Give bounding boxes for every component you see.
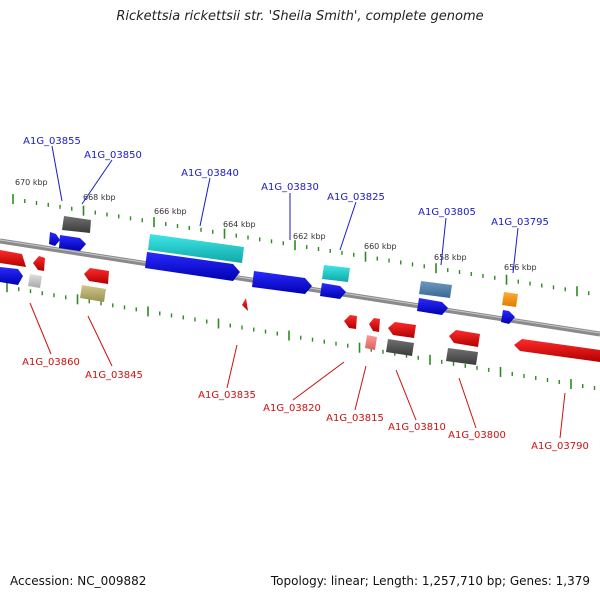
connector-line	[458, 377, 477, 429]
gene-label-bottom: A1G_03845	[85, 370, 143, 381]
gene-arrow-red-small[interactable]	[242, 298, 248, 311]
gene-arrow-red[interactable]	[449, 330, 480, 347]
gene-label-top: A1G_03840	[181, 168, 239, 179]
connector-line	[395, 369, 417, 421]
gene-block-steel[interactable]	[419, 281, 452, 298]
map-title: Rickettsia rickettsii str. 'Sheila Smith…	[116, 9, 484, 24]
gene-arrow-blue[interactable]	[145, 252, 240, 281]
gene-block-pink[interactable]	[365, 335, 377, 350]
tick-label: 670 kbp	[15, 178, 48, 187]
connector-line	[87, 315, 113, 367]
connector-line	[339, 201, 357, 251]
gene-label-bottom: A1G_03820	[263, 403, 321, 414]
gene-block-gray[interactable]	[62, 216, 91, 233]
tick-label: 656 kbp	[504, 263, 537, 272]
gene-label-bottom: A1G_03800	[448, 430, 506, 441]
gene-label-top: A1G_03825	[327, 192, 385, 203]
gene-block-gray[interactable]	[386, 339, 414, 356]
gene-arrow-red[interactable]	[514, 339, 600, 362]
tick-label: 660 kbp	[364, 242, 397, 251]
gene-arrow-blue[interactable]	[49, 232, 60, 246]
tick-label: 658 kbp	[434, 253, 467, 262]
gene-arrow-red[interactable]	[344, 315, 357, 329]
gene-block-cyan[interactable]	[322, 265, 350, 282]
connector-line	[199, 177, 211, 227]
gene-label-bottom: A1G_03810	[388, 422, 446, 433]
topology-text: Topology: linear; Length: 1,257,710 bp; …	[270, 574, 590, 588]
connector-line	[354, 365, 367, 411]
connector-line	[81, 159, 113, 205]
gene-label-bottom: A1G_03835	[198, 390, 256, 401]
gene-arrow-red[interactable]	[369, 318, 380, 332]
gene-block-gray[interactable]	[446, 348, 478, 365]
tick-label: 662 kbp	[293, 232, 326, 241]
gene-arrow-red[interactable]	[84, 268, 109, 284]
gene-label-bottom: A1G_03860	[22, 357, 80, 368]
connector-line	[226, 344, 238, 389]
gene-block-olive[interactable]	[80, 285, 106, 302]
gene-arrow-blue[interactable]	[501, 310, 515, 324]
gene-label-bottom: A1G_03815	[326, 413, 384, 424]
gene-arrow-red[interactable]	[388, 322, 416, 338]
gene-block-cyan[interactable]	[148, 234, 244, 263]
tick-label: 664 kbp	[223, 220, 256, 229]
gene-label-top: A1G_03805	[418, 207, 476, 218]
gene-arrow-blue[interactable]	[417, 298, 448, 315]
accession-text: Accession: NC_009882	[10, 574, 147, 588]
gene-arrow-red[interactable]	[33, 256, 45, 271]
gene-block-orange[interactable]	[502, 292, 518, 307]
gene-label-top: A1G_03850	[84, 150, 142, 161]
ruler-top	[12, 194, 590, 297]
connector-line	[559, 392, 566, 439]
gene-arrow-red[interactable]	[0, 250, 26, 267]
connector-line	[440, 217, 447, 266]
gene-arrow-blue[interactable]	[59, 235, 86, 251]
gene-arrow-blue[interactable]	[320, 283, 346, 299]
connector-line	[512, 227, 519, 274]
ruler-bottom	[6, 282, 596, 391]
connector-line	[292, 361, 345, 401]
gene-arrow-blue[interactable]	[252, 271, 312, 294]
gene-arrow-blue[interactable]	[0, 267, 23, 285]
connector-line	[51, 145, 63, 202]
connector-line	[29, 302, 52, 355]
gene-label-top: A1G_03830	[261, 182, 319, 193]
gene-label-top: A1G_03795	[491, 217, 549, 228]
tick-label: 668 kbp	[83, 193, 116, 202]
gene-label-bottom: A1G_03790	[531, 441, 589, 452]
tick-label: 666 kbp	[154, 207, 187, 216]
gene-block-light[interactable]	[28, 274, 42, 288]
gene-label-top: A1G_03855	[23, 136, 81, 147]
